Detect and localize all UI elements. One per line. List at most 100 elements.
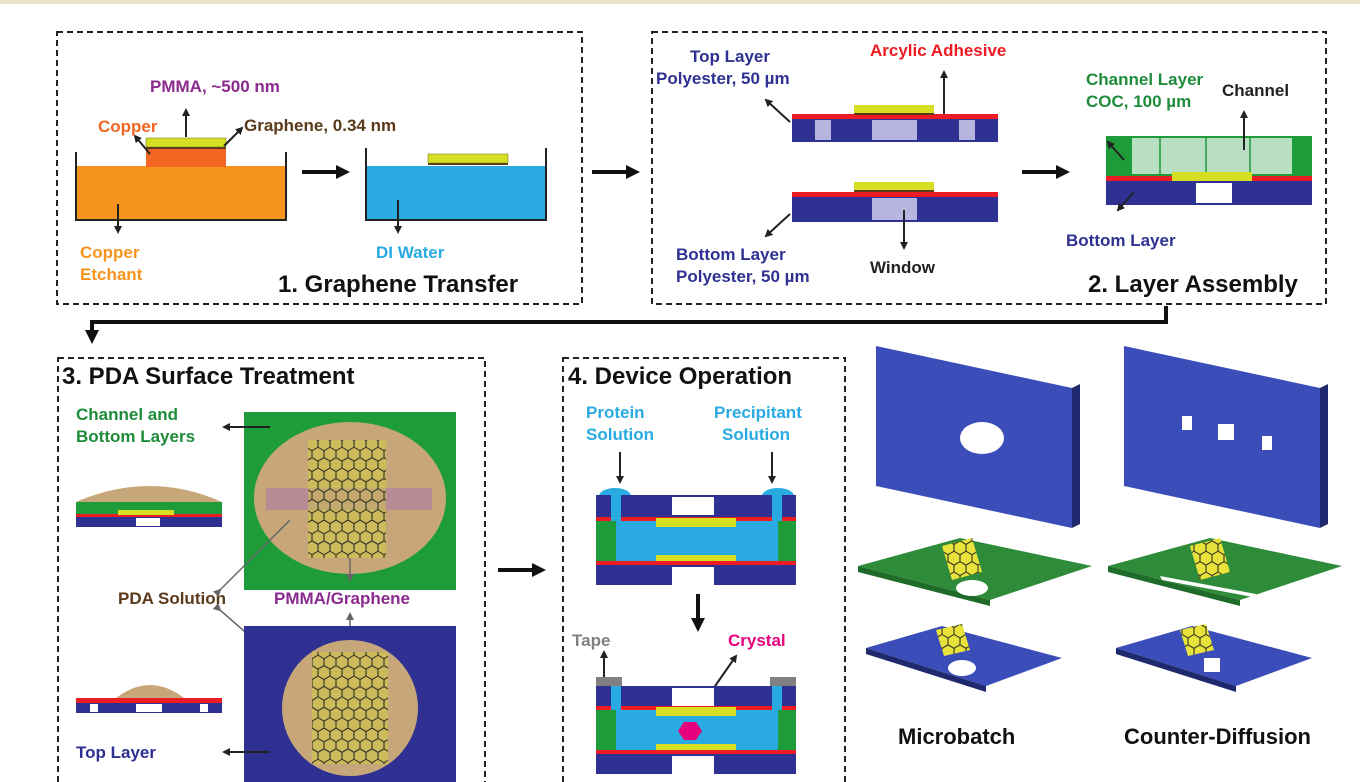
adhesive-label: Arcylic Adhesive [870, 41, 1006, 60]
panel-layer-assembly: Arcylic Adhesive Top Layer Polyester, 50… [651, 31, 1327, 305]
top-layer-label-2: Polyester, 50 µm [656, 69, 790, 88]
top-layer-pmma [854, 105, 934, 114]
microbatch-label: Microbatch [898, 724, 1015, 749]
panel-2-title: 2. Layer Assembly [1088, 271, 1299, 298]
bottom-layer-adhesive [792, 192, 998, 197]
graphene-lattice-1 [308, 440, 386, 558]
device-2-pmma-top [656, 707, 736, 716]
channel-opening [1132, 138, 1292, 174]
mb-graphene-top-lattice [942, 538, 982, 580]
cd-bottom-hole [1204, 658, 1220, 672]
counter-diffusion-exploded-view: Counter-Diffusion [1108, 346, 1342, 749]
di-water-bath [366, 166, 546, 220]
pmma-label: PMMA, ~500 nm [150, 77, 280, 96]
cd-graphene-bottom-lattice [1180, 624, 1214, 656]
tape-left [596, 677, 622, 686]
device-2-port-right [772, 686, 782, 710]
pda-droplet-side-1 [76, 486, 222, 502]
copper-etchant-label-1: Copper [80, 243, 140, 262]
panel-1-border [56, 31, 583, 305]
graphene-pointer [223, 126, 244, 147]
channel-layer-pointer [1106, 140, 1125, 161]
side-1-channel-layer [76, 502, 222, 514]
panel-4-border [562, 357, 846, 782]
mb-top-sheet-edge [1072, 384, 1080, 528]
mb-bottom-edge [866, 648, 986, 692]
top-layer-port-left [815, 120, 831, 140]
device-2-pmma-bottom [656, 744, 736, 753]
assembled-bottom-label: Bottom Layer [1066, 231, 1176, 250]
crystal-label: Crystal [728, 631, 786, 650]
protein-label-1: Protein [586, 403, 645, 422]
device-1-bottom-window [672, 567, 714, 585]
precipitant-label-1: Precipitant [714, 403, 802, 422]
panel-3-border [57, 357, 486, 782]
window-label: Window [870, 258, 936, 277]
cd-channel-slot [1160, 576, 1258, 598]
channel-label: Channel [1222, 81, 1289, 100]
mb-bottom-hole [948, 660, 976, 676]
bath-2-outline [365, 148, 547, 221]
graphene-layer [146, 146, 226, 149]
channel-layer-label-2: COC, 100 µm [1086, 92, 1191, 111]
copper-foil [146, 148, 226, 167]
mb-green-edge [858, 566, 990, 606]
pmma-graphene-label: PMMA/Graphene [274, 589, 410, 608]
mb-green-hole [956, 580, 988, 596]
mb-bottom-sheet [866, 626, 1062, 686]
side-2-port-left [90, 704, 98, 712]
cd-top-hole-3 [1262, 436, 1272, 450]
cd-top-sheet-edge [1320, 384, 1328, 528]
panel-device-operation: 4. Device Operation Protein Solution Pre… [562, 357, 846, 782]
bottom-layer-pointer [764, 213, 791, 238]
panel-4-title: 4. Device Operation [568, 363, 792, 390]
assembled-bottom-pointer [1116, 191, 1135, 212]
bath-1-outline [75, 152, 287, 221]
side-2-port-right [200, 704, 208, 712]
assembled-pmma [1172, 172, 1252, 181]
panel-3-title: 3. PDA Surface Treatment [62, 363, 355, 390]
graphene-label: Graphene, 0.34 nm [244, 116, 396, 135]
top-layer-label-1: Top Layer [690, 47, 770, 66]
side-2-window [136, 704, 162, 712]
panel-graphene-transfer: PMMA, ~500 nm Copper Graphene, 0.34 nm C… [56, 31, 583, 305]
device-2-bottom-window [672, 756, 714, 774]
channel-layer-label-1: Channel Layer [1086, 70, 1204, 89]
assembled-window [1196, 183, 1232, 203]
device-1-adhesive-bottom [596, 561, 796, 565]
top-layer-label: Top Layer [76, 743, 156, 762]
pmma-layer [145, 137, 227, 148]
cd-graphene-top-lattice [1190, 538, 1230, 580]
panel-1-title: 1. Graphene Transfer [278, 271, 518, 298]
top-border [0, 0, 1360, 4]
side-1-window [136, 518, 160, 526]
device-2-port-left [611, 686, 621, 710]
channel-bottom-label-1: Channel and [76, 405, 178, 424]
device-1-pmma-bottom [656, 555, 736, 564]
panel-pda-treatment: 3. PDA Surface Treatment Channel and Bot… [57, 357, 486, 782]
precipitant-label-2: Solution [722, 425, 790, 444]
bottom-layer-graphene [854, 190, 934, 192]
bottom-layer-label-1: Bottom Layer [676, 245, 786, 264]
floating-graphene [428, 162, 508, 165]
device-1-channel [616, 521, 778, 561]
channel-bottom-label-2: Bottom Layers [76, 427, 195, 446]
cd-top-hole-1 [1182, 416, 1192, 430]
tape-label: Tape [572, 631, 610, 650]
side-2-adhesive [76, 698, 222, 703]
panel-2-border [651, 31, 1327, 305]
cd-bottom-sheet [1116, 626, 1312, 686]
pda-droplet-side-2 [116, 685, 184, 698]
copper-pointer [133, 134, 151, 155]
top-layer-adhesive [792, 114, 998, 119]
protein-label-2: Solution [586, 425, 654, 444]
microbatch-exploded-view: Microbatch [858, 346, 1092, 749]
graphene-lattice-2 [312, 652, 388, 764]
pda-solution-label: PDA Solution [118, 589, 226, 608]
top-layer-graphene [854, 113, 934, 115]
copper-etchant-bath [76, 166, 286, 220]
copper-etchant-label-2: Etchant [80, 265, 143, 284]
device-1-pmma-top [656, 518, 736, 527]
side-1-adhesive [76, 514, 222, 517]
